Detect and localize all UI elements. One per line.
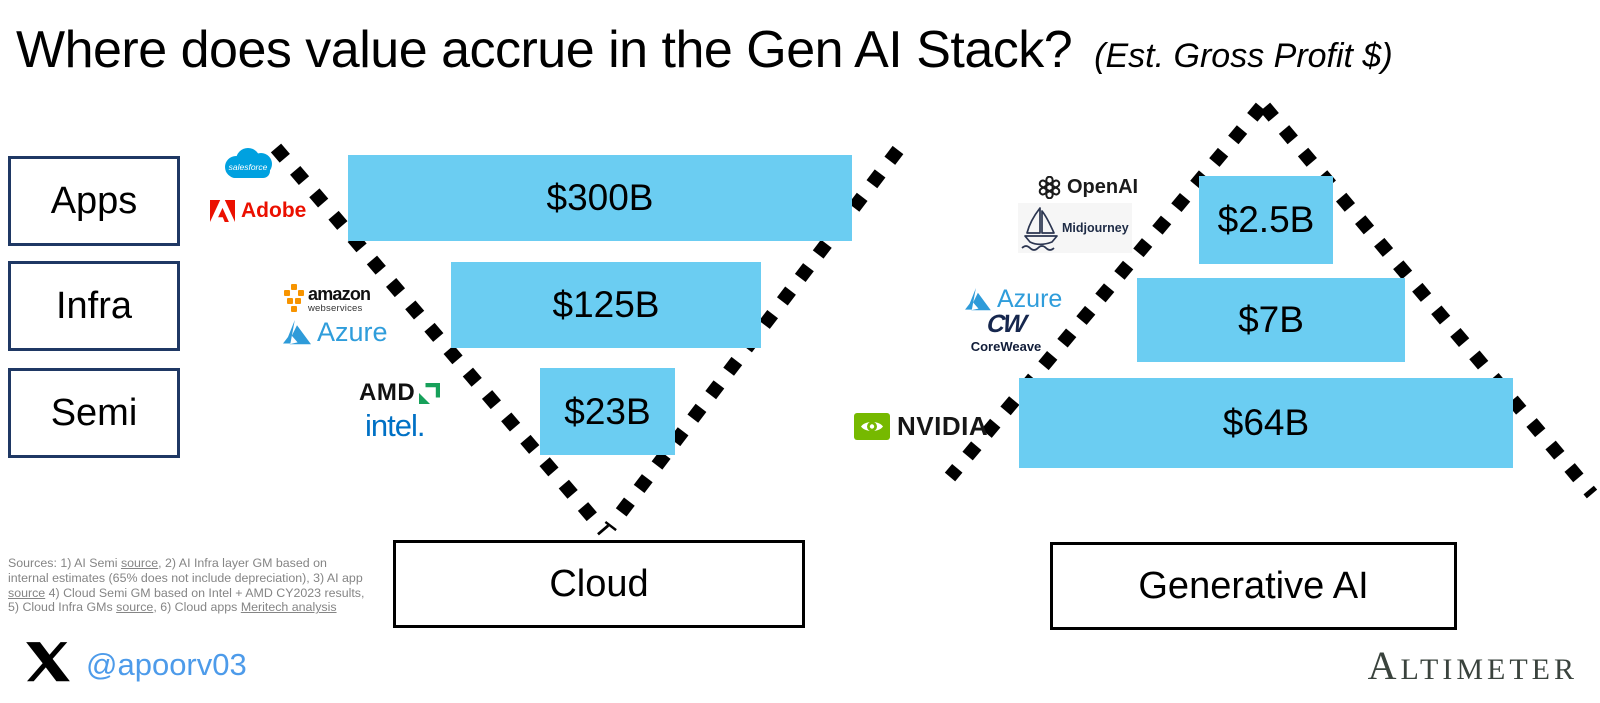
source-link[interactable]: Meritech analysis (240, 600, 337, 615)
svg-text:salesforce: salesforce (229, 162, 268, 172)
sources-text-segment: , 2) AI Infra layer GM based on internal… (8, 556, 363, 585)
altimeter-wordmark: ALTIMETER (1367, 643, 1578, 688)
cloud-base-box: Cloud (393, 540, 805, 628)
sources-text: Sources: 1) AI Semi source, 2) AI Infra … (8, 556, 366, 615)
amazon-wordmark: amazon (308, 283, 371, 304)
genai-semi-bar: $64B (1019, 378, 1513, 468)
page-title: Where does value accrue in the Gen AI St… (16, 21, 1073, 79)
sources-text-segment: Sources: 1) AI Semi (8, 556, 121, 570)
sources-text-segment: 4) Cloud Semi GM based on Intel + AMD CY… (8, 585, 365, 615)
salesforce-logo: salesforce (219, 146, 277, 182)
salesforce-cloud-icon: salesforce (225, 148, 272, 178)
amd-logo: AMD (359, 379, 441, 407)
genai-infra-bar: $7B (1137, 278, 1405, 362)
amd-arrow-icon (419, 382, 441, 404)
coreweave-wordmark: CoreWeave (970, 339, 1042, 354)
openai-wordmark: OpenAI (1067, 176, 1139, 198)
azure-triangle-icon (965, 288, 991, 311)
adobe-logo: Adobe (210, 199, 306, 223)
azure-wordmark: Azure (317, 317, 388, 347)
azure-logo-left: Azure (281, 317, 388, 348)
adobe-wordmark: Adobe (241, 199, 307, 222)
coreweave-logo: CW CoreWeave (971, 310, 1042, 353)
nvidia-eye-icon (854, 413, 890, 440)
midjourney-wordmark: Midjourney (1062, 221, 1129, 235)
layer-box-semi: Semi (8, 368, 180, 458)
openai-logo: OpenAI (1038, 176, 1138, 199)
intel-logo: intel. (365, 408, 425, 444)
azure-triangle-icon (283, 320, 311, 345)
midjourney-boat-icon (1021, 207, 1058, 251)
intel-wordmark: intel. (365, 408, 425, 443)
sources-text-segment: , 6) Cloud apps (153, 600, 241, 615)
cloud-semi-bar: $23B (540, 368, 675, 455)
aws-webservices-text: webservices (308, 302, 363, 314)
generative-ai-base-box: Generative AI (1050, 542, 1457, 630)
nvidia-wordmark: NVIDIA (897, 411, 989, 441)
openai-knot-icon (1038, 176, 1061, 199)
coreweave-cw-icon: CW (985, 310, 1027, 338)
aws-cubes-icon (284, 284, 304, 312)
genai-apps-bar: $2.5B (1199, 176, 1333, 264)
layer-box-apps: Apps (8, 156, 180, 246)
adobe-a-icon (210, 200, 235, 222)
aws-logo: amazon webservices (284, 283, 371, 315)
x-handle[interactable]: @apoorv03 (86, 647, 247, 682)
midjourney-logo: Midjourney (1018, 203, 1132, 253)
nvidia-logo: NVIDIA (854, 411, 988, 442)
title-row: Where does value accrue in the Gen AI St… (16, 20, 1393, 80)
amd-wordmark: AMD (359, 379, 416, 406)
cloud-infra-bar: $125B (451, 262, 761, 348)
source-link[interactable]: source (116, 600, 154, 615)
x-logo-icon[interactable] (26, 641, 70, 687)
source-link[interactable]: source (8, 585, 46, 600)
cloud-apps-bar: $300B (348, 155, 852, 241)
source-link[interactable]: source (120, 556, 159, 570)
title-qualifier: (Est. Gross Profit $) (1094, 37, 1393, 75)
layer-box-infra: Infra (8, 261, 180, 351)
